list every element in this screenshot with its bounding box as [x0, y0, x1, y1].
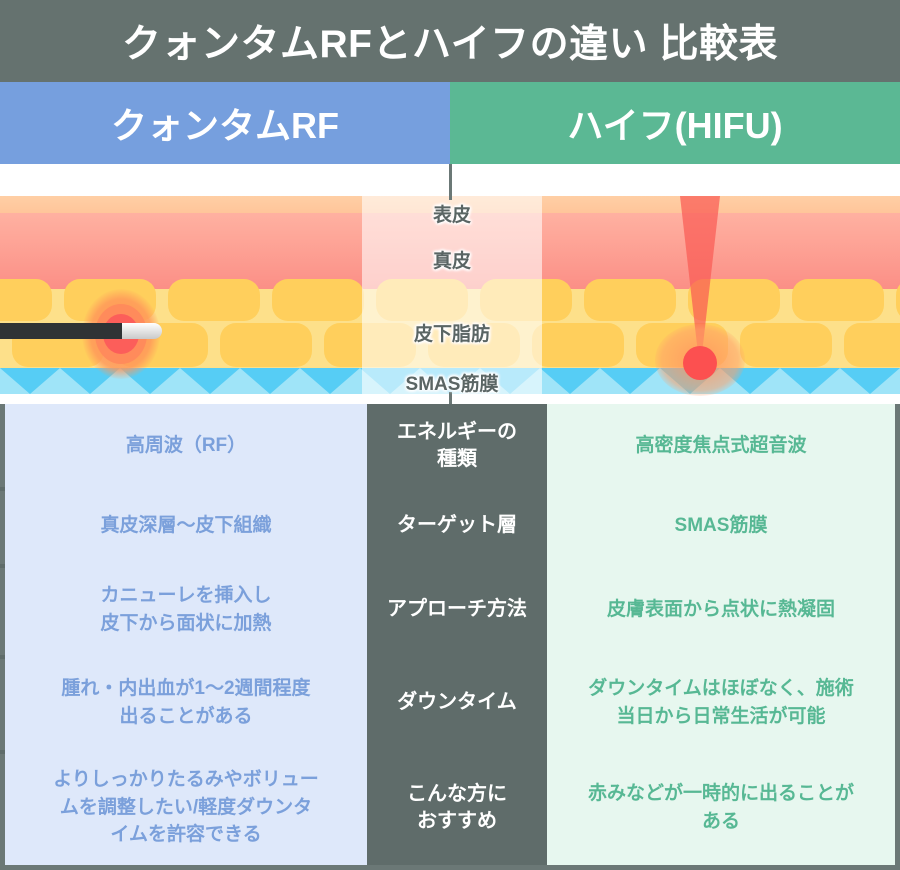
row-3-label: アプローチ方法: [387, 598, 527, 620]
title-bar: クォンタムRFとハイフの違い 比較表: [0, 0, 900, 82]
smas-chevron: [150, 368, 210, 394]
column-header-right-label: ハイフ(HIFU): [567, 105, 783, 146]
column-header-quantum-rf: クォンタムRF: [0, 82, 450, 164]
fat-globule: [0, 279, 52, 321]
row-1-label-cell: エネルギーの種類: [367, 404, 547, 487]
fat-globule: [584, 279, 676, 321]
row-2-right-text: SMAS筋膜: [674, 514, 768, 536]
row-4-right-cell: ダウンタイムはほぼなく、施術当日から日常生活が可能: [547, 655, 895, 750]
fat-globule: [844, 323, 900, 367]
row-3-left-cell: カニューレを挿入し皮下から面状に加熱: [5, 564, 367, 655]
row-4-left-line2: 出ることがある: [119, 705, 253, 727]
table-row: よりしっかりたるみやボリュームを調整したい/軽度ダウンタイムを許容できる こんな…: [5, 750, 895, 865]
row-4-right-line1: ダウンタイムはほぼなく、施術: [588, 677, 854, 699]
row-3-right-text: 皮膚表面から点状に熱凝固: [606, 598, 835, 620]
diagram-divider-bottom: [449, 392, 452, 404]
fat-globule: [896, 279, 900, 321]
row-5-left-cell: よりしっかりたるみやボリュームを調整したい/軽度ダウンタイムを許容できる: [5, 750, 367, 865]
layer-label-dermis: 真皮: [432, 251, 471, 272]
column-headers: クォンタムRF ハイフ(HIFU): [0, 82, 900, 164]
row-1-right-text: 高密度焦点式超音波: [635, 434, 807, 456]
row-1-label-line2: 種類: [437, 447, 477, 470]
smas-chevron: [30, 368, 90, 394]
table-row: 腫れ・内出血が1〜2週間程度出ることがある ダウンタイム ダウンタイムはほぼなく…: [5, 655, 895, 750]
comparison-rows: 高周波（RF） エネルギーの種類 高密度焦点式超音波 真皮深層〜皮下組織 ターゲ…: [0, 404, 900, 870]
table-row: 真皮深層〜皮下組織 ターゲット層 SMAS筋膜: [5, 487, 895, 564]
row-2-right-cell: SMAS筋膜: [547, 487, 895, 564]
fat-globule: [168, 279, 260, 321]
table-row: 高周波（RF） エネルギーの種類 高密度焦点式超音波: [5, 404, 895, 487]
column-header-left-label: クォンタムRF: [111, 105, 339, 146]
row-4-label-cell: ダウンタイム: [367, 655, 547, 750]
cannula-rod-icon: [0, 323, 128, 339]
layer-label-epidermis: 表皮: [432, 205, 471, 226]
cannula-tip-icon: [122, 323, 162, 339]
row-4-label: ダウンタイム: [397, 691, 517, 713]
row-3-right-cell: 皮膚表面から点状に熱凝固: [547, 564, 895, 655]
row-4-right-line2: 当日から日常生活が可能: [616, 705, 826, 727]
diagram-divider-top: [449, 164, 452, 200]
hifu-focus-point: [683, 346, 717, 380]
row-1-left-text: 高周波（RF）: [125, 434, 247, 456]
row-3-label-cell: アプローチ方法: [367, 564, 547, 655]
smas-chevron: [0, 368, 30, 394]
row-1-label-line1: エネルギーの: [397, 420, 517, 443]
row-1-right-cell: 高密度焦点式超音波: [547, 404, 895, 487]
row-5-label-line2: おすすめ: [417, 809, 497, 832]
row-2-left-cell: 真皮深層〜皮下組織: [5, 487, 367, 564]
row-5-label-cell: こんな方におすすめ: [367, 750, 547, 865]
layer-label-smas: SMAS筋膜: [405, 374, 499, 395]
column-header-hifu: ハイフ(HIFU): [450, 82, 900, 164]
fat-globule: [740, 323, 832, 367]
row-5-left-line1: よりしっかりたるみやボリュー: [53, 769, 319, 791]
smas-chevron: [570, 368, 630, 394]
row-3-left-line1: カニューレを挿入し: [100, 584, 272, 606]
row-3-left-line2: 皮下から面状に加熱: [100, 612, 272, 634]
fat-globule: [220, 323, 312, 367]
row-5-right-line2: ある: [701, 810, 740, 832]
fat-globule: [272, 279, 364, 321]
smas-chevron: [270, 368, 330, 394]
row-5-right-cell: 赤みなどが一時的に出ることがある: [547, 750, 895, 865]
smas-chevron: [810, 368, 870, 394]
row-5-label-line1: こんな方に: [407, 782, 507, 805]
row-2-label: ターゲット層: [397, 514, 517, 536]
center-label-column-overlay: [362, 164, 542, 404]
row-2-label-cell: ターゲット層: [367, 487, 547, 564]
row-5-left-line2: ムを調整したい/軽度ダウンタ: [59, 796, 313, 818]
row-4-left-line1: 腫れ・内出血が1〜2週間程度: [61, 677, 311, 699]
smas-chevron: [870, 368, 900, 394]
smas-chevron: [210, 368, 270, 394]
row-5-right-line1: 赤みなどが一時的に出ることが: [587, 782, 854, 804]
row-1-left-cell: 高周波（RF）: [5, 404, 367, 487]
page-title: クォンタムRFとハイフの違い 比較表: [121, 23, 779, 66]
layer-label-subcutaneous-fat: 皮下脂肪: [413, 324, 490, 345]
row-5-left-line3: イムを許容できる: [110, 824, 262, 846]
table-row: カニューレを挿入し皮下から面状に加熱 アプローチ方法 皮膚表面から点状に熱凝固: [5, 564, 895, 655]
skin-cross-section-diagram: 表皮 真皮 皮下脂肪 SMAS筋膜: [0, 164, 900, 404]
fat-globule: [792, 279, 884, 321]
row-2-left-text: 真皮深層〜皮下組織: [100, 514, 272, 536]
row-4-left-cell: 腫れ・内出血が1〜2週間程度出ることがある: [5, 655, 367, 750]
smas-chevron: [750, 368, 810, 394]
fat-globule: [532, 323, 624, 367]
